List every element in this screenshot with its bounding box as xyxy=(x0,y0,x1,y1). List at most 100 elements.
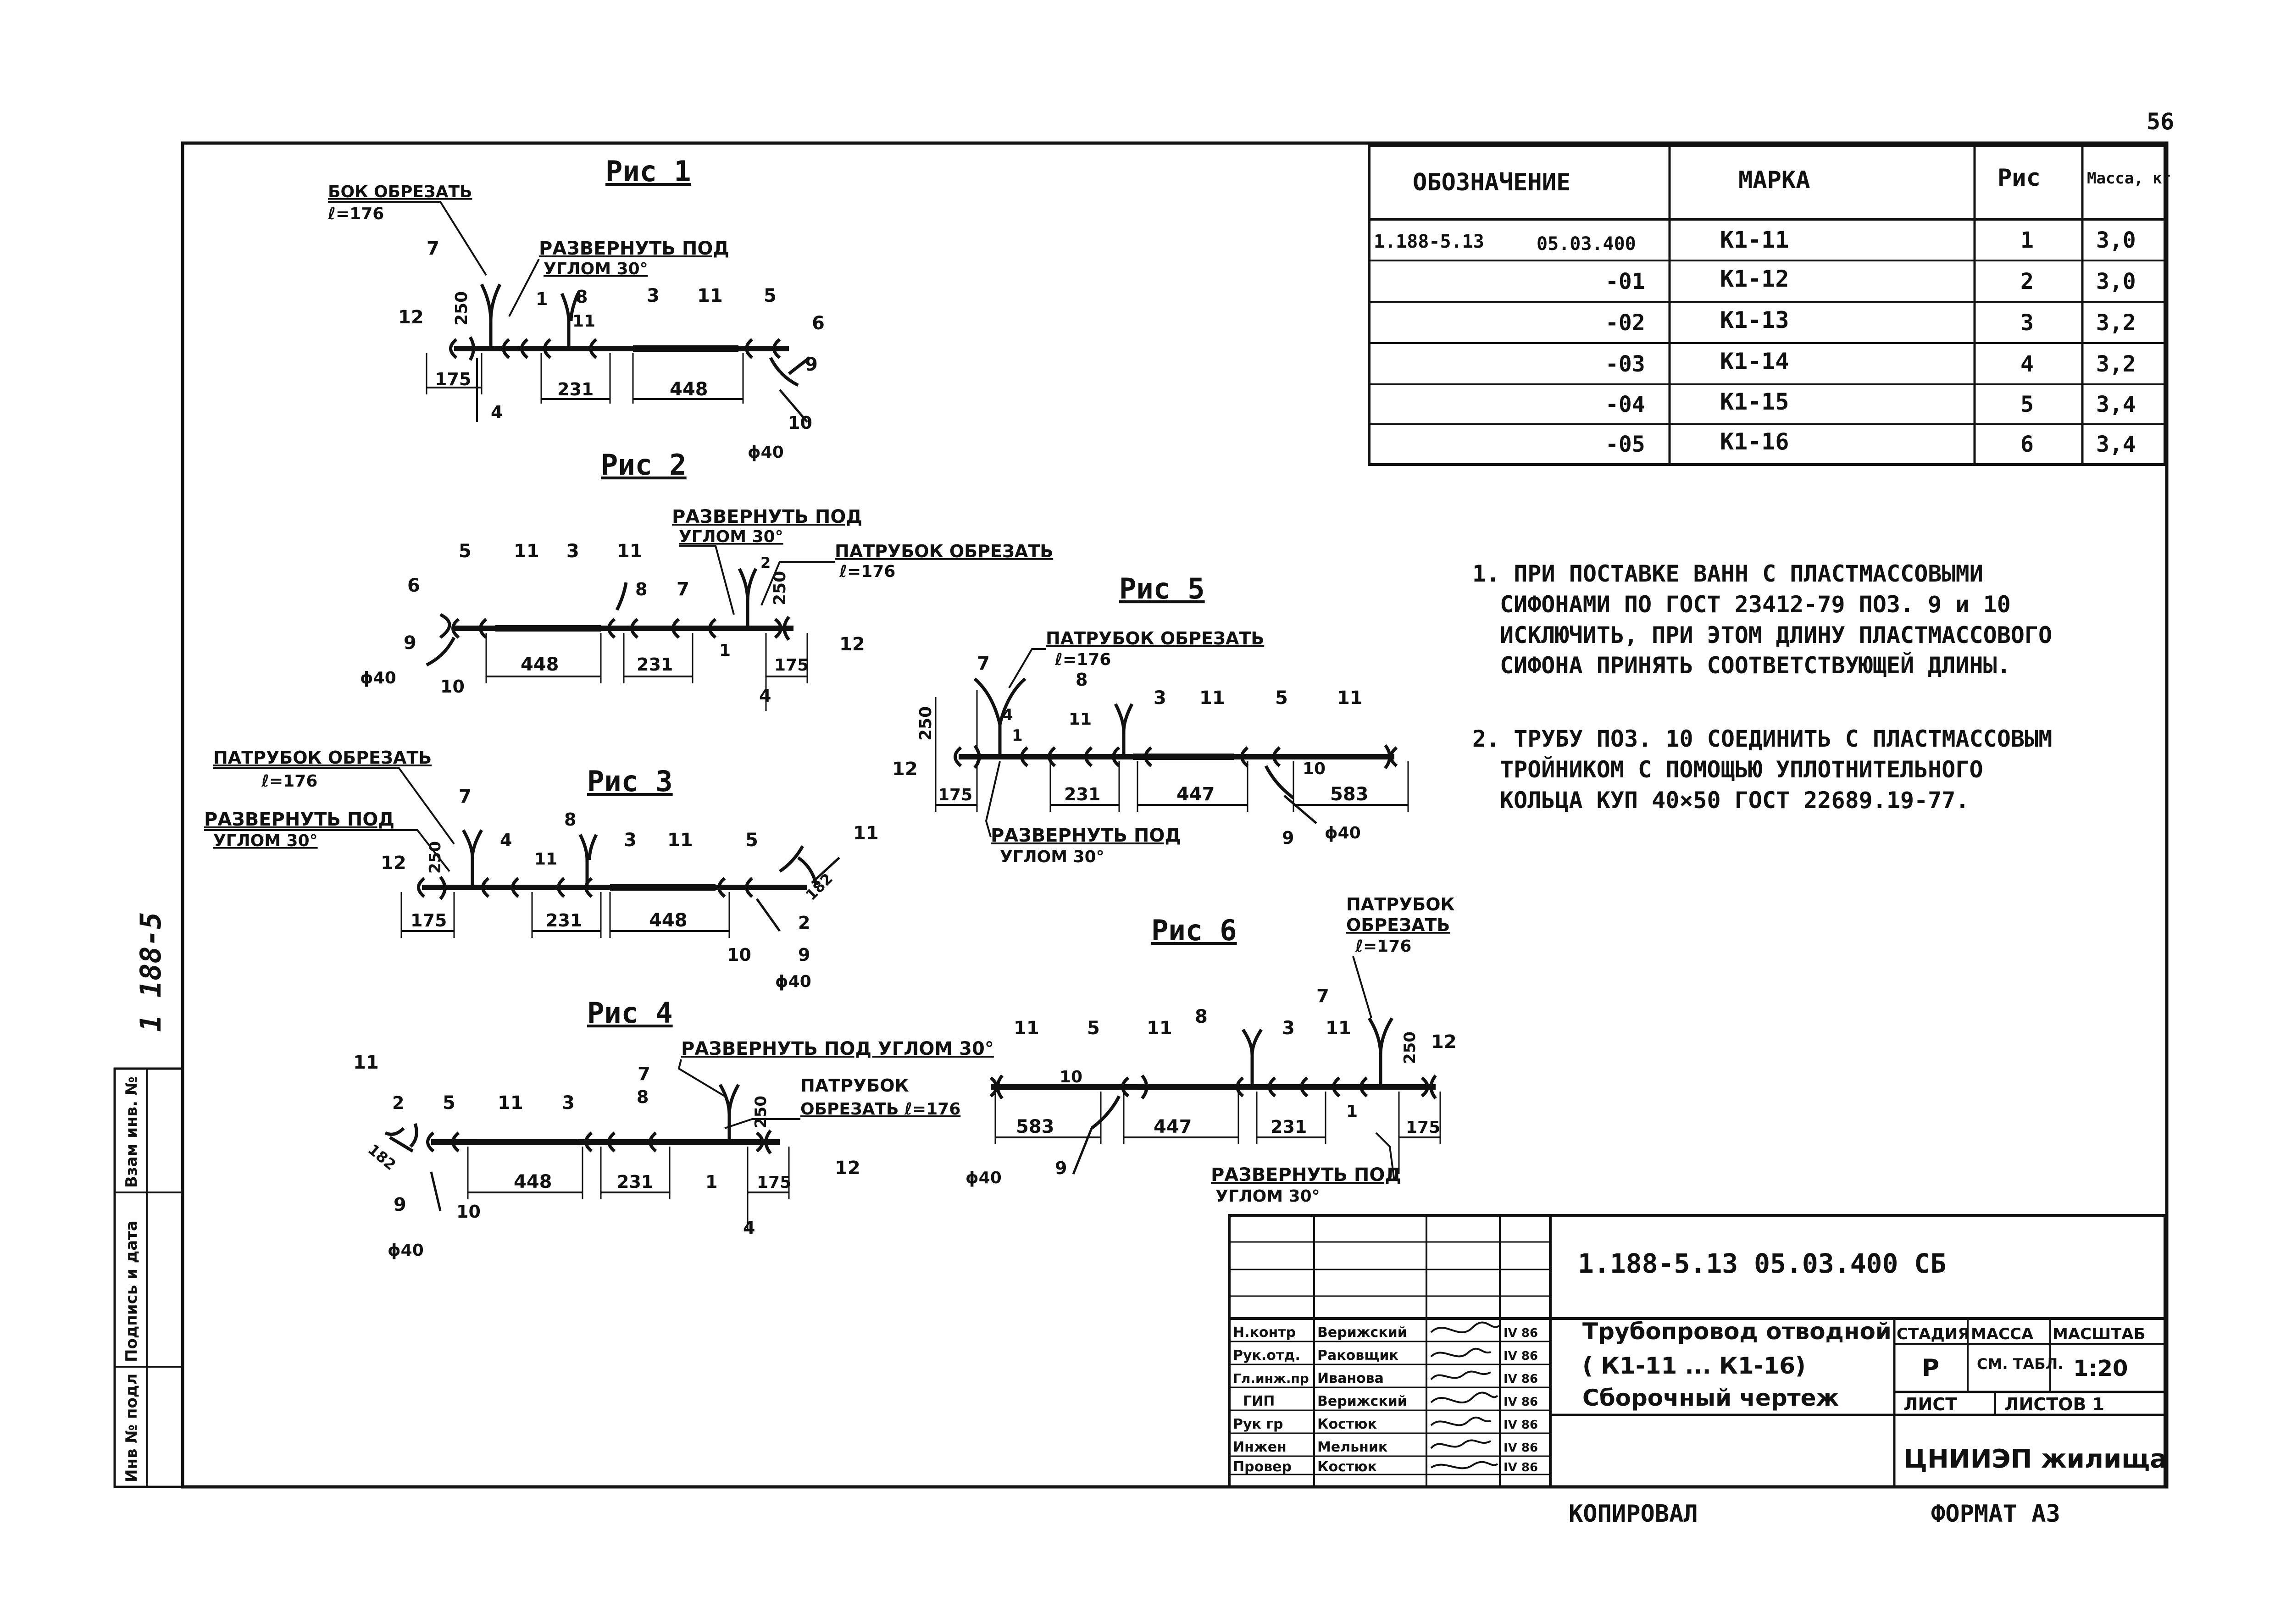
fig-3-pos: 12 xyxy=(381,853,406,874)
staff-name: Костюк xyxy=(1317,1459,1377,1475)
fig-4-dim-dia: ϕ40 xyxy=(388,1241,424,1260)
fig-6-dim-583: 583 xyxy=(1016,1116,1054,1137)
table-cell-fig: 1 xyxy=(2020,227,2034,253)
staff-date: IV 86 xyxy=(1504,1461,1538,1474)
col-header-mark: МАРКА xyxy=(1738,166,1810,194)
signature-date-label: Подпись и дата xyxy=(122,1220,141,1362)
staff-name: Верижский xyxy=(1317,1393,1407,1409)
fig-2-pos: 3 xyxy=(566,541,579,562)
fig-3-dim-dia: ϕ40 xyxy=(775,972,811,991)
fig-3-note: УГЛОМ 30° xyxy=(213,831,318,850)
fig-5-pos: 3 xyxy=(1154,687,1166,709)
table-cell-code: -05 xyxy=(1605,432,1645,457)
fig-6-note: ПАТРУБОК xyxy=(1346,894,1455,915)
fig-5-pos: 11 xyxy=(1337,687,1363,709)
fig-4-pos: 1 xyxy=(705,1172,717,1192)
fig-3-note: ПАТРУБОК ОБРЕЗАТЬ xyxy=(213,748,432,768)
fig-6-note: ℓ=176 xyxy=(1355,937,1411,956)
fig-5-pos: 8 xyxy=(1076,670,1088,690)
staff-date: IV 86 xyxy=(1504,1395,1538,1409)
fig-2-pos: 7 xyxy=(677,579,689,600)
sheet-label: ЛИСТ xyxy=(1903,1394,1957,1414)
fig-2-pos: 11 xyxy=(617,541,643,562)
fig-6-pos: 5 xyxy=(1087,1018,1100,1039)
fig-6-pos: 11 xyxy=(1326,1018,1351,1039)
fig-3-note: ℓ=176 xyxy=(261,772,317,791)
table-cell-mass: 3,4 xyxy=(2096,432,2136,457)
fig-2-pos: 11 xyxy=(514,541,539,562)
staff-date: IV 86 xyxy=(1504,1441,1538,1455)
fig-4-dim-231: 231 xyxy=(617,1172,653,1192)
fig-2-dim-175: 175 xyxy=(774,656,809,675)
fig-2-pos: 4 xyxy=(759,686,771,706)
fig-4-title: Рис 4 xyxy=(587,996,673,1030)
staff-role: ГИП xyxy=(1243,1393,1275,1409)
fig-2-pos: 2 xyxy=(760,554,771,571)
doc-title-line-2: ( К1-11 ... К1-16) xyxy=(1582,1352,1806,1379)
fig-1-note: РАЗВЕРНУТЬ ПОД xyxy=(539,238,729,259)
fig-2-pos: 5 xyxy=(459,541,472,562)
staff-date: IV 86 xyxy=(1504,1349,1538,1363)
fig-6-pos: 9 xyxy=(1055,1158,1067,1178)
fig-1-title: Рис 1 xyxy=(605,155,691,188)
table-cell-code: -03 xyxy=(1605,351,1645,377)
scale-value: 1:20 xyxy=(2073,1356,2128,1381)
figure-4: Рис 4 РАЗВЕРНУТЬ ПОД УГЛОМ 30° ПАТРУБОК … xyxy=(353,996,994,1260)
fig-2-note: РАЗВЕРНУТЬ ПОД xyxy=(672,506,862,527)
fig-2-dim-231: 231 xyxy=(637,654,673,675)
fig-5-pos: 11 xyxy=(1199,687,1225,709)
fig-2-note: УГЛОМ 30° xyxy=(679,527,783,546)
fig-3-title: Рис 3 xyxy=(587,765,673,798)
fig-5-pos: 9 xyxy=(1282,828,1294,848)
mass-value: СМ. ТАБЛ. xyxy=(1977,1355,2063,1373)
fig-5-dim-250: 250 xyxy=(916,706,935,741)
left-strip: Инв № подл Подпись и дата Взам инв. № xyxy=(113,1067,184,1488)
staff-date: IV 86 xyxy=(1504,1326,1538,1340)
fig-3-pos: 2 xyxy=(798,913,810,933)
fig-1-pos: 12 xyxy=(398,307,424,328)
fig-3-pos: 3 xyxy=(624,830,637,851)
doc-title-line-3: Сборочный чертеж xyxy=(1582,1385,1839,1411)
fig-1-note: ℓ=176 xyxy=(327,205,384,223)
fig-5-note: РАЗВЕРНУТЬ ПОД xyxy=(991,825,1181,846)
staff-date: IV 86 xyxy=(1504,1372,1538,1386)
doc-title-line-1: Трубопровод отводной xyxy=(1582,1318,1892,1345)
fig-4-pos: 7 xyxy=(638,1064,650,1085)
fig-2-pos: 8 xyxy=(635,579,647,599)
fig-6-pos: 11 xyxy=(1014,1018,1039,1039)
fig-3-dim-175: 175 xyxy=(411,910,447,931)
table-cell-fig: 3 xyxy=(2020,310,2034,336)
signature-marks xyxy=(1430,1321,1501,1469)
fig-1-pos: 11 xyxy=(697,285,723,306)
fig-1-pos: 9 xyxy=(805,354,818,375)
fig-5-pos: 4 xyxy=(1002,706,1013,724)
fig-3-pos: 10 xyxy=(727,945,751,965)
table-cell-code: -04 xyxy=(1605,392,1645,417)
fig-6-pos: 1 xyxy=(1346,1102,1358,1121)
fig-4-dim-182: 182 xyxy=(365,1141,399,1174)
fig-2-pos: 1 xyxy=(719,641,731,660)
fig-1-pos: 7 xyxy=(427,238,439,259)
mass-label: МАССА xyxy=(1971,1325,2034,1343)
note-1-line-1: 1. ПРИ ПОСТАВКЕ ВАНН С ПЛАСТМАССОВЫМИ xyxy=(1472,560,1983,587)
fig-1-pos: 3 xyxy=(647,285,660,306)
fig-6-note: ОБРЕЗАТЬ xyxy=(1346,915,1450,935)
fig-4-pos: 11 xyxy=(353,1052,379,1073)
fig-6-title: Рис 6 xyxy=(1151,914,1237,947)
fig-5-dim-231: 231 xyxy=(1064,784,1100,804)
figure-3: Рис 3 ПАТРУБОК ОБРЕЗАТЬ ℓ=176 РАЗВЕРНУТЬ… xyxy=(204,748,879,991)
table-cell-mark: К1-12 xyxy=(1720,266,1789,292)
fig-1-pos: 8 xyxy=(576,287,588,307)
fig-1-note: УГЛОМ 30° xyxy=(544,260,648,278)
fig-1-pos: 10 xyxy=(788,413,812,433)
fig-6-note: УГЛОМ 30° xyxy=(1215,1187,1320,1206)
sheet-number: 56 xyxy=(2147,108,2174,135)
figure-5: Рис 5 ПАТРУБОК ОБРЕЗАТЬ ℓ=176 РАЗВЕРНУТЬ… xyxy=(892,572,1409,866)
fig-1-dim-231: 231 xyxy=(557,379,594,399)
fig-2-pos: 12 xyxy=(839,634,865,655)
note-2-line-3: КОЛЬЦА КУП 40×50 ГОСТ 22689.19-77. xyxy=(1500,787,1970,814)
fig-5-dim-175: 175 xyxy=(938,786,972,804)
fig-6-dim-250: 250 xyxy=(1401,1031,1419,1064)
staff-role: Рук гр xyxy=(1233,1416,1283,1432)
